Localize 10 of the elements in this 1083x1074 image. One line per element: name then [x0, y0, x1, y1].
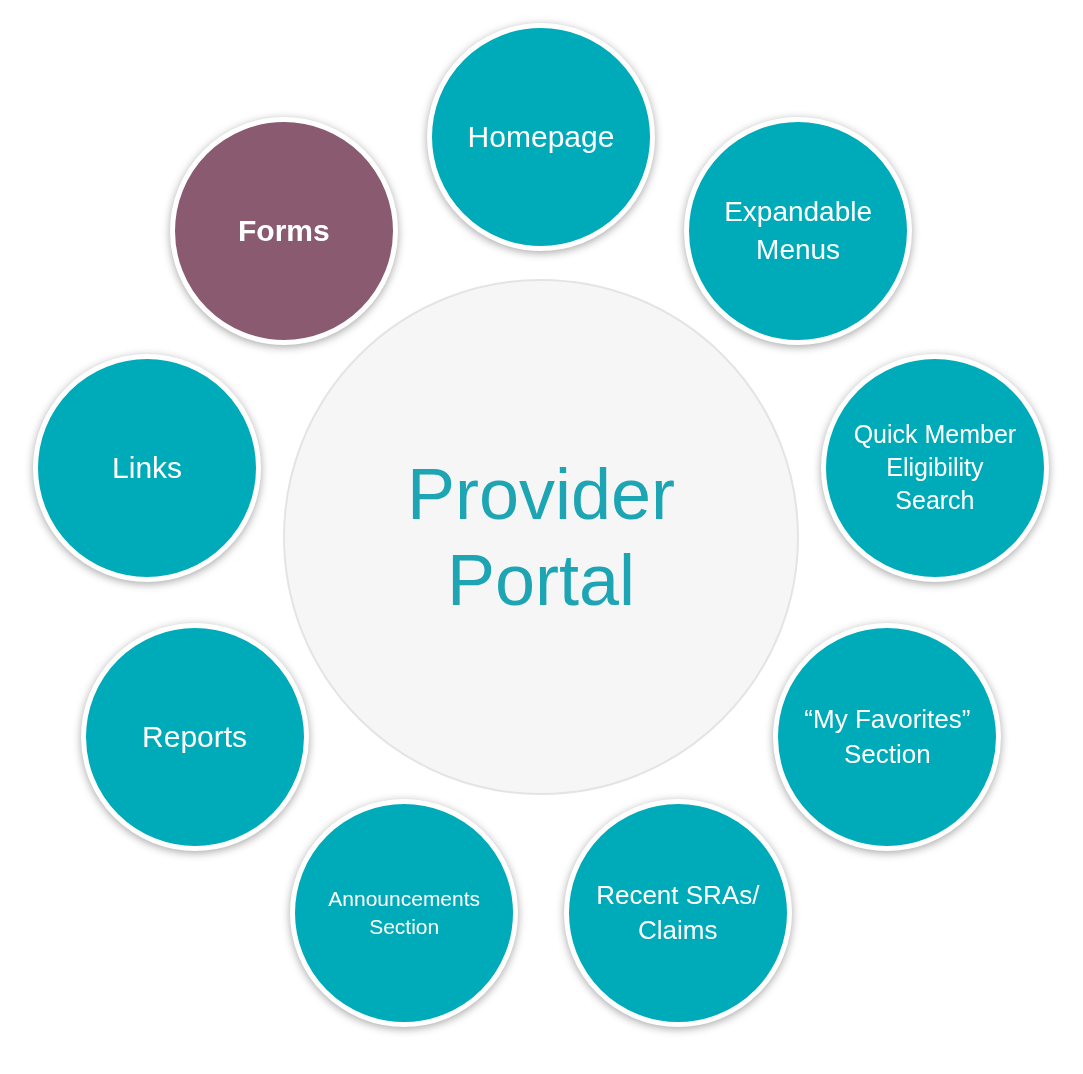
topic-label: Expandable Menus	[723, 195, 874, 267]
topic-label: “My Favorites” Section	[803, 703, 972, 771]
topic-label: Recent SRAs/ Claims	[595, 879, 761, 947]
topic-label: Quick Member Eligibility Search	[852, 418, 1018, 517]
topic-label: Forms	[238, 212, 330, 249]
topic-label: Reports	[142, 719, 248, 756]
center-title: Provider Portal	[405, 452, 677, 622]
topic-label: Homepage	[467, 119, 615, 156]
topic-label: Links	[112, 449, 183, 486]
topic-label: Announcements Section	[327, 885, 482, 940]
